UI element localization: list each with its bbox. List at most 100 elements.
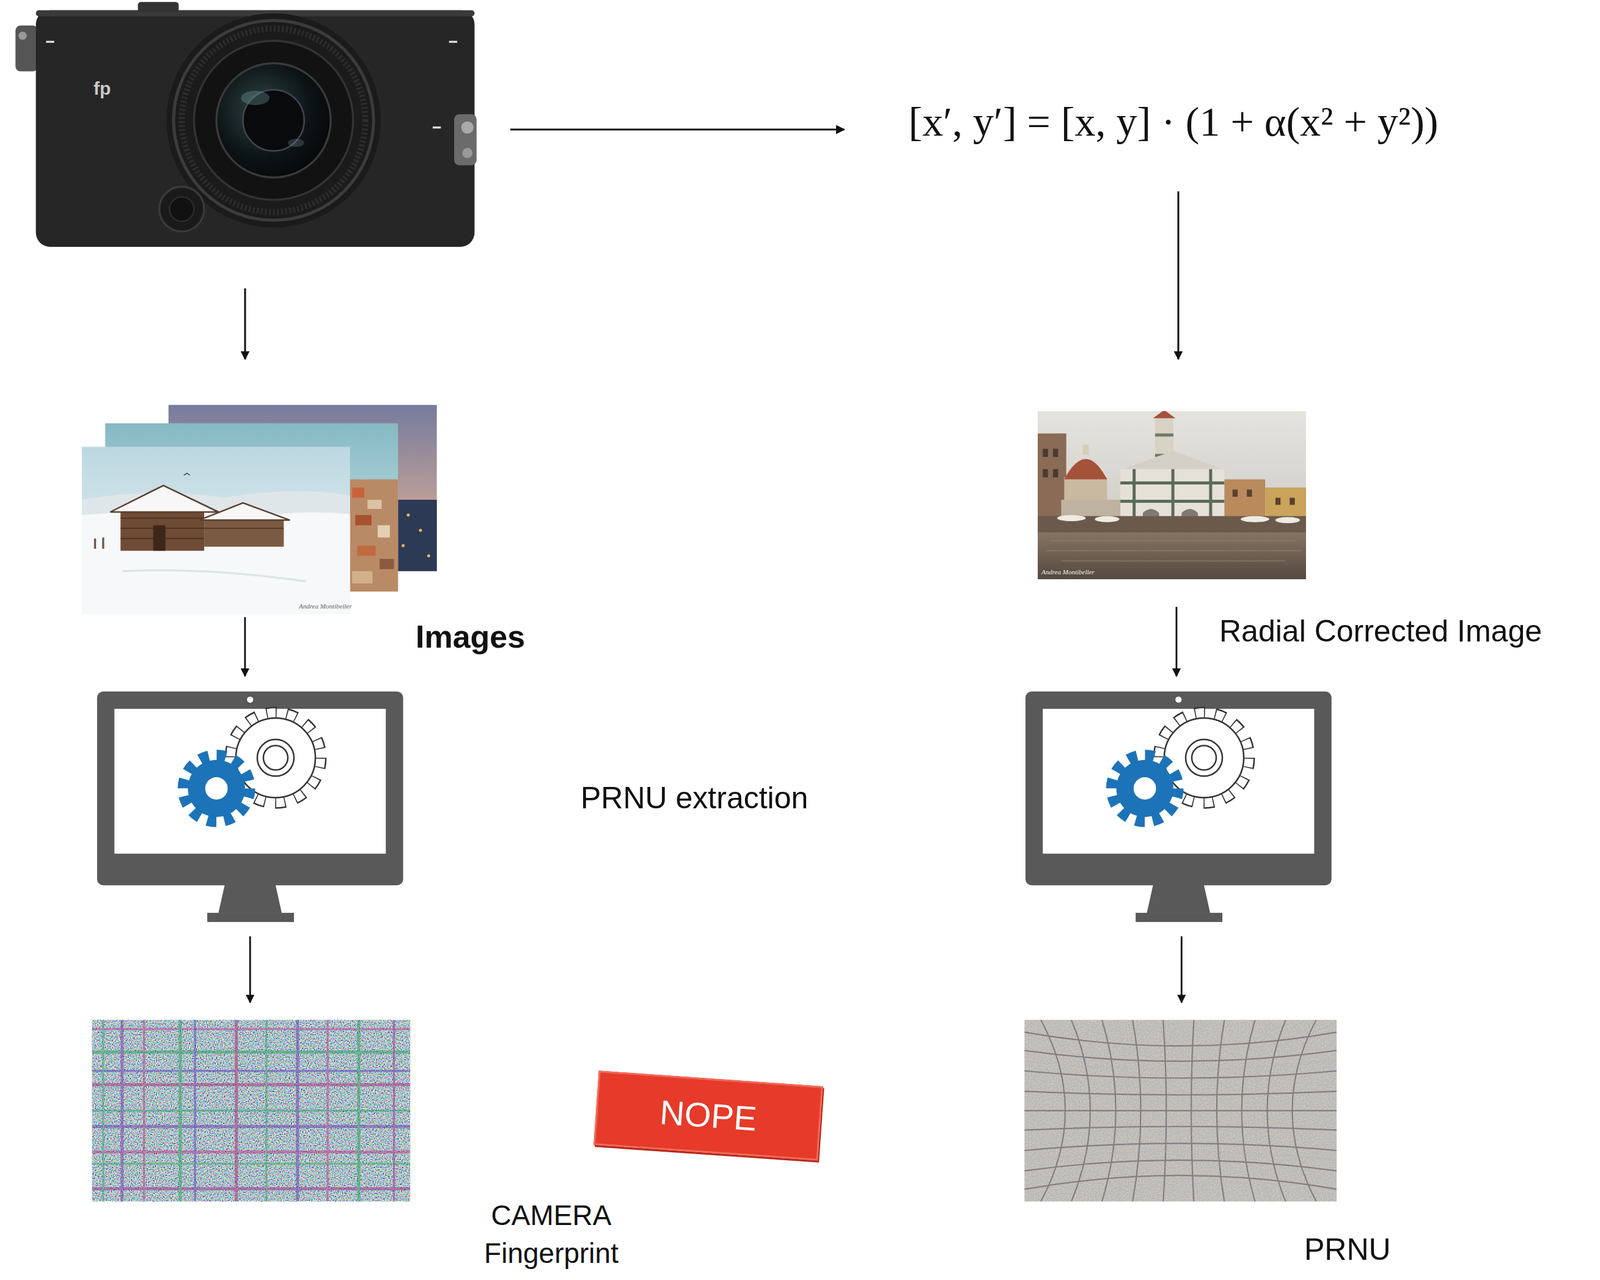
drawing-part: [169, 196, 194, 222]
drawing-part: [1024, 1060, 1337, 1071]
drawing-part: [1267, 1020, 1286, 1202]
drawing-part: [461, 121, 474, 134]
drawing-part: [1024, 1020, 1337, 1202]
drawing-part: [183, 473, 191, 476]
drawing-part: [240, 91, 270, 106]
drawing-part: [432, 126, 441, 129]
drawing-part: [1216, 1020, 1225, 1202]
drawing-part: [352, 487, 365, 499]
drawing-part: [1175, 606, 1178, 677]
image-caption: Images: [415, 619, 525, 656]
drawing-part: [454, 114, 477, 166]
watermark: Andrea Montibeller: [1041, 568, 1095, 577]
drawing-part: [81, 446, 351, 615]
drawing-part: [1024, 1032, 1337, 1047]
drawing-part: [1289, 498, 1295, 506]
drawing-part: [1071, 1020, 1091, 1202]
drawing-part: [36, 10, 475, 247]
drawing-part: [91, 1125, 411, 1129]
noise-pattern: [1024, 1020, 1337, 1202]
drawing-part: [1094, 516, 1120, 523]
drawing-part: [138, 1, 180, 13]
drawing-part: [1155, 433, 1174, 437]
drawing-part: [1045, 540, 1301, 562]
city-photo: [1037, 411, 1307, 580]
drawing-part: [1053, 449, 1058, 458]
drawing-part: [367, 499, 382, 510]
drawing-part: [462, 147, 473, 159]
drawing-part: [110, 485, 219, 513]
image-caption: Radial Corrected Image: [1219, 614, 1542, 650]
drawing-part: [295, 1020, 299, 1202]
drawing-part: [265, 1020, 268, 1202]
image-caption: CAMERA Fingerprint: [459, 1196, 643, 1273]
drawing-part: [91, 1109, 411, 1112]
drawing-part: [401, 544, 405, 548]
process-label: PRNU extraction: [580, 781, 808, 817]
fingerprint-pattern: CAMERA Fingerprint: [91, 1020, 411, 1203]
drawing-part: [1275, 498, 1281, 506]
camera-figure: [15, 1, 477, 247]
drawing-part: [181, 28, 365, 213]
drawing-part: [1042, 469, 1048, 478]
drawing-part: [1053, 469, 1058, 478]
drawing-part: [1254, 1020, 1271, 1202]
drawing-part: [234, 1020, 238, 1202]
drawing-part: [91, 1020, 411, 1202]
flow-arrow: [244, 288, 247, 360]
drawing-part: [249, 936, 252, 1003]
drawing-part: [1057, 515, 1087, 522]
drawing-part: [143, 1020, 145, 1202]
drawing-part: [1024, 1050, 1337, 1062]
drawing-part: [15, 25, 38, 72]
drawing-part: [1024, 1152, 1337, 1162]
drawing-part: [1122, 451, 1223, 470]
drawing-part: [91, 1187, 411, 1191]
drawing-part: [1024, 1020, 1337, 1202]
drawing-part: [1024, 1020, 1337, 1202]
drawing-part: [287, 138, 305, 147]
drawing-part: [1153, 411, 1176, 419]
drawing-part: [1024, 1160, 1337, 1172]
drawing-part: [153, 525, 166, 552]
distortion-formula: [x′, y′] = [x, y] · (1 + α(x² + y²)): [908, 97, 1439, 146]
drawing-part: [357, 545, 376, 557]
drawing-part: [1180, 936, 1183, 1003]
formula: [x′, y′] = [x, y] · (1 + α(x² + y²)): [908, 97, 1439, 146]
drawing-part: [1132, 1020, 1141, 1202]
drawing-part: [91, 1050, 411, 1054]
drawing-part: [81, 446, 351, 615]
computer-monitor: [97, 691, 404, 923]
drawing-part: [18, 31, 27, 40]
drawing-part: [1024, 1143, 1337, 1151]
computer-monitor: [1025, 691, 1332, 923]
drawing-part: [1024, 1126, 1337, 1131]
drawing-part: [102, 1020, 104, 1202]
drawing-part: [1024, 1091, 1337, 1096]
drawing-part: [1191, 1020, 1194, 1202]
reject-stamp: NOPE: [593, 1070, 824, 1161]
brand-mark: fp: [93, 78, 111, 100]
stamp-text: NOPE: [658, 1092, 759, 1139]
drawing-part: [1024, 1110, 1337, 1112]
drawing-part: [1064, 458, 1107, 480]
drawing-part: [122, 570, 307, 582]
drawing-part: [120, 1020, 124, 1202]
drawing-part: [1246, 489, 1252, 497]
city-photo: Radial Corrected Image: [1037, 411, 1307, 580]
drawing-part: [159, 186, 205, 232]
drawing-part: [94, 538, 96, 549]
photo-stack: [81, 405, 437, 615]
drawing-part: [91, 1070, 411, 1072]
drawing-part: [355, 515, 372, 526]
drawing-part: [379, 559, 394, 570]
flow-arrow: [1177, 191, 1180, 360]
watermark: Andrea Montibeller: [298, 602, 353, 611]
drawing-part: [449, 40, 458, 43]
drawing-part: [1117, 1020, 1129, 1202]
drawing-part: [199, 502, 291, 521]
drawing-part: [120, 517, 205, 519]
drawing-part: [1082, 444, 1089, 456]
drawing-part: [91, 1020, 411, 1202]
drawing-part: [419, 529, 423, 533]
